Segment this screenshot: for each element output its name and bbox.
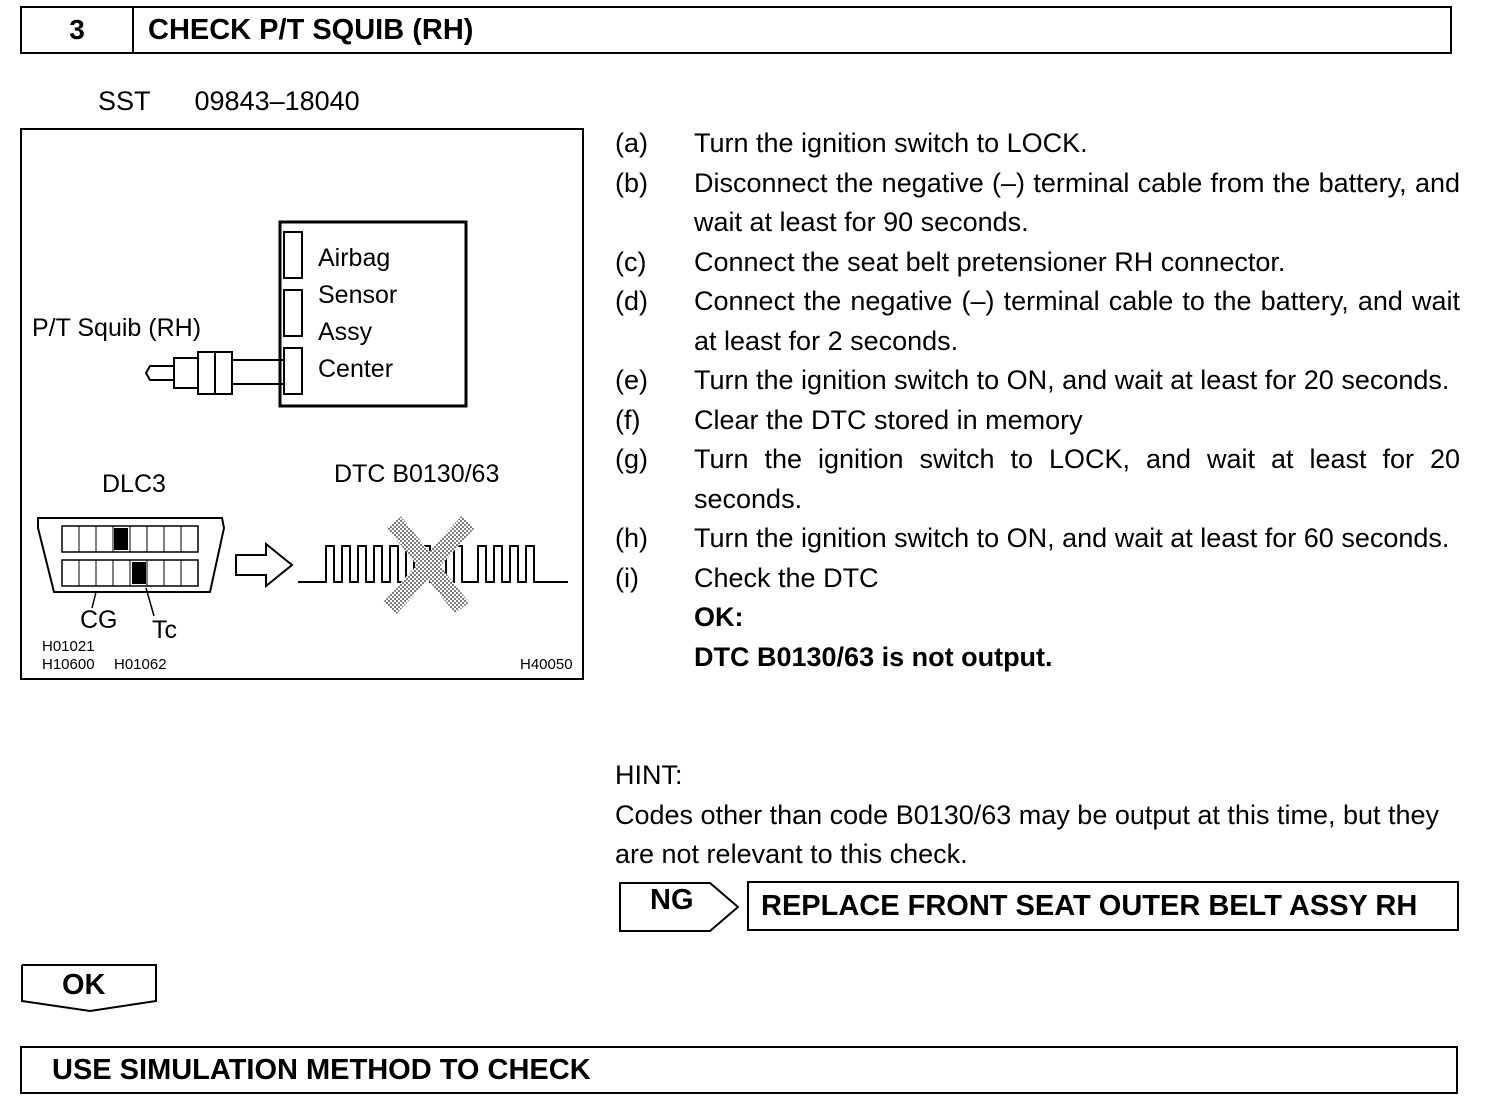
step-letter: (f): [615, 404, 641, 435]
step-header: 3 CHECK P/T SQUIB (RH): [20, 6, 1452, 54]
dtc-label: DTC B0130/63: [334, 460, 500, 488]
step-c: (c) Connect the seat belt pretensioner R…: [615, 243, 1460, 283]
step-letter: (e): [615, 365, 648, 395]
ok-result-text: DTC B0130/63 is not output.: [694, 641, 1053, 672]
ok-result-label: OK:: [694, 602, 744, 632]
step-text: Turn the ignition switch to LOCK, and wa…: [694, 444, 1460, 514]
ng-label: NG: [650, 884, 694, 916]
figure-code: H40050: [520, 656, 573, 673]
step-text: Connect the negative (–) terminal cable …: [694, 286, 1460, 356]
dlc3-label: DLC3: [102, 470, 166, 498]
hint-section: HINT: Codes other than code B0130/63 may…: [615, 756, 1460, 875]
ref-code-2: H10600: [42, 656, 95, 673]
step-g: (g) Turn the ignition switch to LOCK, an…: [615, 440, 1460, 519]
ecu-box: [278, 220, 468, 408]
ecu-label-2: Sensor: [318, 281, 398, 309]
sst-code: 09843–18040: [194, 86, 360, 116]
ecu-label-1: Airbag: [318, 244, 391, 272]
illustration-drawing: [37, 220, 568, 617]
step-h: (h) Turn the ignition switch to ON, and …: [615, 519, 1460, 559]
arrow-icon: [235, 541, 294, 589]
dtc-waveform: [298, 545, 568, 583]
dlc3-connector: [37, 517, 226, 593]
step-text: Connect the seat belt pretensioner RH co…: [694, 246, 1286, 277]
cg-label: CG: [80, 606, 118, 634]
step-text: Turn the ignition switch to ON, and wait…: [694, 365, 1450, 395]
pin-tc: [132, 562, 146, 584]
step-text: Turn the ignition switch to LOCK.: [694, 128, 1088, 158]
step-i: (i) Check the DTC: [615, 559, 1460, 599]
step-letter: (c): [615, 246, 647, 277]
step-a: (a) Turn the ignition switch to LOCK.: [615, 124, 1460, 164]
ok-label: OK: [62, 969, 106, 1001]
ecu-connector-2: [283, 289, 303, 337]
step-letter: (b): [615, 167, 648, 198]
step-text: Check the DTC: [694, 562, 879, 593]
step-f: (f) Clear the DTC stored in memory: [615, 401, 1460, 441]
ecu-label-4: Center: [318, 355, 394, 383]
step-letter: (h): [615, 523, 648, 553]
step-text: Turn the ignition switch to ON, and wait…: [694, 523, 1450, 553]
step-letter: (a): [615, 128, 648, 158]
ref-code-3: H01062: [114, 656, 167, 673]
tc-label: Tc: [152, 616, 177, 644]
step-text: Clear the DTC stored in memory: [694, 404, 1083, 435]
sst-line: SST 09843–18040: [98, 86, 360, 117]
ecu-label-3: Assy: [318, 318, 373, 346]
ng-arrow-box: [619, 882, 740, 932]
sst-label: SST: [98, 86, 151, 116]
final-step-box: USE SIMULATION METHOD TO CHECK: [20, 1046, 1458, 1094]
squib-plug: [173, 357, 199, 389]
squib-label: P/T Squib (RH): [32, 314, 202, 342]
step-e: (e) Turn the ignition switch to ON, and …: [615, 361, 1460, 401]
step-text: Disconnect the negative (–) terminal cab…: [694, 167, 1460, 238]
pin-cg: [114, 528, 128, 550]
step-b: (b) Disconnect the negative (–) terminal…: [615, 164, 1460, 243]
ref-code-1: H01021: [42, 638, 95, 655]
ok-arrow-box: [21, 964, 157, 1013]
ok-result: OK: DTC B0130/63 is not output.: [615, 598, 1460, 677]
step-title: CHECK P/T SQUIB (RH): [148, 14, 474, 46]
ecu-connector-1: [283, 231, 303, 279]
ng-action: REPLACE FRONT SEAT OUTER BELT ASSY RH: [747, 881, 1459, 931]
step-number: 3: [22, 8, 134, 52]
procedure-steps: (a) Turn the ignition switch to LOCK. (b…: [615, 124, 1460, 677]
wiring-illustration: Airbag Sensor Assy Center P/T Squib (RH)…: [20, 128, 584, 680]
ecu-connector-3: [283, 347, 303, 395]
hint-label: HINT:: [615, 760, 683, 790]
step-d: (d) Connect the negative (–) terminal ca…: [615, 282, 1460, 361]
hint-text: Codes other than code B0130/63 may be ou…: [615, 799, 1440, 870]
step-letter: (g): [615, 444, 648, 474]
step-letter: (d): [615, 286, 648, 316]
step-letter: (i): [615, 562, 639, 593]
